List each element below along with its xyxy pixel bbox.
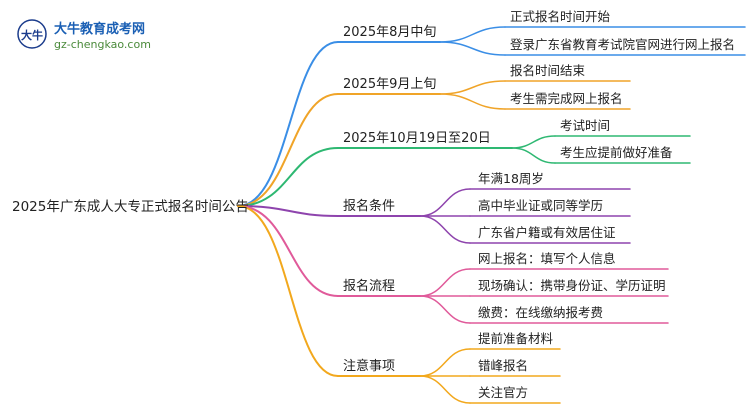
branch-requirements: 报名条件	[343, 198, 395, 214]
connector-line	[237, 93, 339, 207]
connector-line	[237, 147, 339, 207]
connector-line	[439, 93, 506, 110]
leaf-text: 关注官方	[478, 385, 528, 400]
connector-line	[419, 188, 471, 217]
leaf-text: 广东省户籍或有效居住证	[478, 225, 616, 240]
branch-exam-dates: 2025年10月19日至20日	[343, 131, 491, 146]
site-logo[interactable]: 大牛 大牛教育成考网 gz-chengkao.com	[17, 19, 151, 51]
leaf-text: 网上报名：填写个人信息	[478, 251, 616, 266]
leaf-text: 高中毕业证或同等学历	[478, 198, 603, 213]
connector-line	[419, 348, 471, 377]
leaf-text: 提前准备材料	[478, 331, 554, 346]
branch-sep-early: 2025年9月上旬	[343, 77, 436, 92]
branch-aug-mid: 2025年8月中旬	[343, 25, 436, 40]
connector-line	[419, 295, 471, 324]
connector-line	[237, 205, 339, 377]
connector-line	[237, 205, 339, 217]
connector-lines	[237, 26, 746, 404]
connector-line	[439, 80, 506, 95]
connector-line	[419, 375, 471, 404]
connector-line	[439, 26, 506, 43]
leaf-text: 错峰报名	[478, 358, 528, 373]
leaf-text: 年满18周岁	[478, 171, 544, 186]
logo-title: 大牛教育成考网	[54, 21, 145, 37]
leaf-text: 登录广东省教育考试院官网进行网上报名	[510, 37, 735, 52]
leaf-text: 考生需完成网上报名	[510, 91, 623, 106]
connector-line	[419, 268, 471, 297]
leaf-text: 缴费：在线缴纳报考费	[478, 305, 603, 320]
logo-emblem-icon	[17, 19, 47, 49]
connector-line	[419, 215, 471, 244]
connector-line	[511, 147, 556, 164]
branch-notes: 注意事项	[343, 358, 395, 374]
connector-line	[439, 41, 506, 56]
leaf-text: 现场确认：携带身份证、学历证明	[478, 278, 666, 293]
leaf-text: 考试时间	[560, 118, 610, 133]
logo-mark: 大牛	[21, 28, 43, 42]
root-topic: 2025年广东成人大专正式报名时间公告	[12, 199, 249, 215]
leaf-text: 正式报名时间开始	[510, 9, 611, 24]
leaf-text: 考生应提前做好准备	[560, 145, 673, 160]
connector-line	[237, 41, 339, 207]
connector-line	[511, 135, 556, 149]
logo-url: gz-chengkao.com	[54, 38, 151, 51]
branch-process: 报名流程	[343, 278, 395, 294]
connector-line	[237, 205, 339, 297]
leaf-text: 报名时间结束	[510, 63, 586, 78]
